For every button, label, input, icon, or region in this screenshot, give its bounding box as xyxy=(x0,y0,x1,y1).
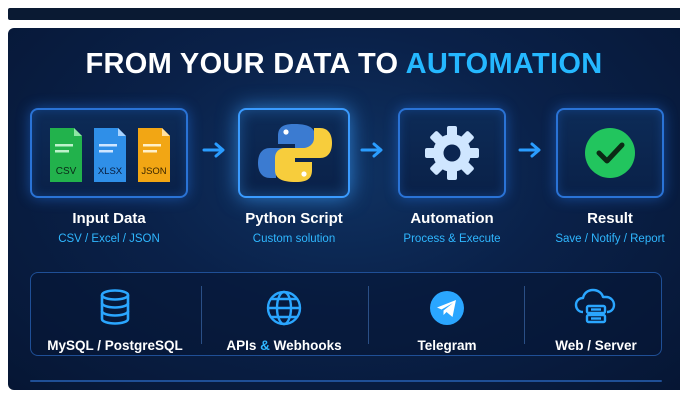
tools-strip xyxy=(30,272,662,356)
stage-input-data: CSV XLSX JSON xyxy=(30,108,188,198)
stage-sub-input-data: CSV / Excel / JSON xyxy=(58,233,160,245)
tool-label-apis: APIs & Webhooks xyxy=(204,338,364,353)
tool-label-database: MySQL / PostgreSQL xyxy=(47,338,183,353)
infographic-panel: FROM YOUR DATA TO AUTOMATION CSV XLSX JS… xyxy=(8,28,680,390)
stage-sub-result: Save / Notify / Report xyxy=(555,233,665,245)
json-file-label: JSON xyxy=(141,166,166,177)
title-accent: AUTOMATION xyxy=(405,48,603,80)
page-title: FROM YOUR DATA TO AUTOMATION xyxy=(8,48,680,81)
checkmark-icon xyxy=(585,128,635,178)
tool-label-apis-b: Webhooks xyxy=(273,338,342,353)
tool-label-telegram: Telegram xyxy=(417,338,477,353)
top-banner-strip xyxy=(8,8,680,20)
title-main: FROM YOUR DATA TO xyxy=(85,48,399,80)
stage-label-automation: Automation xyxy=(410,210,494,227)
stage-label-result: Result xyxy=(587,210,633,227)
cloud-server-icon xyxy=(574,288,616,324)
stage-label-python-script: Python Script xyxy=(245,210,343,227)
tool-label-web-server: Web / Server xyxy=(555,338,637,353)
arrow-right-icon xyxy=(360,142,383,158)
python-logo-icon xyxy=(258,124,332,182)
tool-label-apis-a: APIs xyxy=(226,338,257,353)
telegram-icon xyxy=(430,291,464,325)
stage-label-input-data: Input Data xyxy=(72,210,146,227)
divider xyxy=(524,286,525,344)
xlsx-file-label: XLSX xyxy=(98,166,123,177)
arrow-right-icon xyxy=(518,142,541,158)
stage-sub-automation: Process & Execute xyxy=(403,233,501,245)
stage-python-script xyxy=(238,108,350,198)
data-files-icon: CSV XLSX JSON xyxy=(50,128,170,182)
stage-sub-python-script: Custom solution xyxy=(252,233,336,245)
bottom-divider xyxy=(30,380,662,382)
gear-icon xyxy=(425,126,479,180)
stage-automation xyxy=(398,108,506,198)
csv-file-label: CSV xyxy=(56,166,77,177)
divider xyxy=(368,286,369,344)
divider xyxy=(201,286,202,344)
arrow-right-icon xyxy=(202,142,225,158)
globe-icon xyxy=(266,290,302,326)
stage-result xyxy=(556,108,664,198)
tool-label-apis-amp: & xyxy=(260,338,270,353)
database-icon xyxy=(100,289,130,325)
